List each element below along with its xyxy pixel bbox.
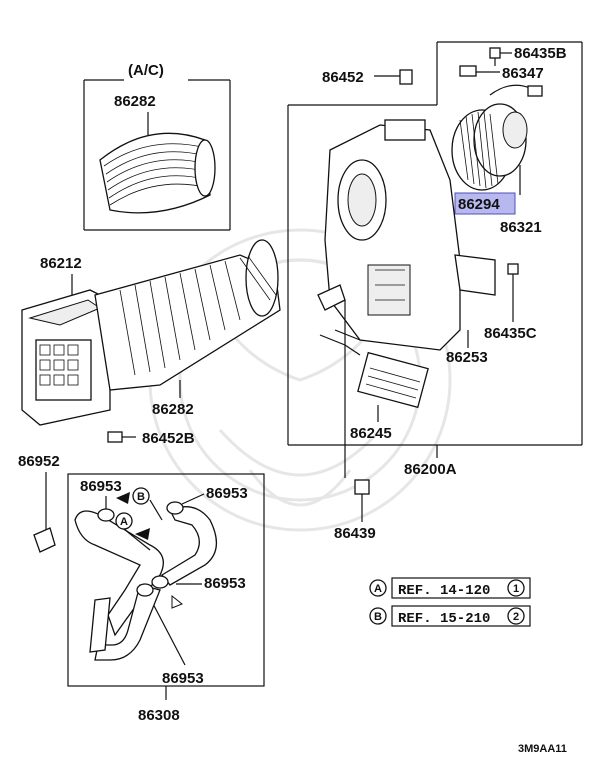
drain-hose-group: 86952 86953 86953 86953 86953 B A 8630	[18, 453, 265, 724]
ac-label: (A/C)	[128, 62, 164, 79]
arrow-b-icon	[116, 492, 130, 504]
part-label-86953-d: 86953	[162, 670, 204, 687]
arrow-a-icon	[135, 528, 150, 540]
part-label-86953-a: 86953	[80, 478, 122, 495]
part-label-86245: 86245	[350, 425, 392, 442]
screw-86435c	[507, 263, 519, 300]
reference-legend: A REF. 14-120 1 B REF. 15-210 2	[369, 577, 531, 627]
part-label-86294: 86294	[458, 196, 500, 213]
screw-86435b	[489, 47, 512, 66]
intake-assembly: 86212	[21, 239, 281, 447]
marker-b	[132, 487, 150, 505]
part-label-86347: 86347	[502, 65, 544, 82]
part-label-86282-top: 86282	[114, 93, 156, 110]
flow-arrow-icon	[171, 594, 183, 609]
part-label-86282-mid: 86282	[152, 401, 194, 418]
ref-text-b: REF. 15-210	[398, 611, 490, 627]
nut-86439: 86439	[334, 300, 376, 542]
corrugated-duct-ac	[99, 132, 216, 214]
svg-text:B: B	[374, 611, 382, 623]
ref-row-b: B REF. 15-210 2	[369, 605, 531, 627]
part-label-86952: 86952	[18, 453, 60, 470]
bolt-86452b	[107, 431, 136, 443]
part-label-86452: 86452	[322, 69, 364, 86]
ac-group: (A/C) 86282	[83, 62, 231, 231]
blower-motor-86294	[451, 84, 543, 191]
bolt-86452	[374, 69, 413, 85]
bellows-duct	[94, 239, 281, 391]
part-label-86439: 86439	[334, 525, 376, 542]
svg-text:A: A	[374, 583, 382, 595]
ref-row-a: A REF. 14-120 1	[369, 577, 531, 599]
intake-grille	[39, 344, 79, 386]
diagram-code: 3M9AA11	[518, 743, 567, 755]
part-label-86953-b: 86953	[206, 485, 248, 502]
blower-housing-group: 86452 86435B 86347	[287, 41, 583, 478]
blower-case-86253	[317, 119, 496, 351]
resistor-86347	[459, 65, 500, 77]
svg-text:1: 1	[513, 583, 519, 595]
part-label-86321: 86321	[500, 219, 542, 236]
part-label-86212: 86212	[40, 255, 82, 272]
clip-86952	[33, 527, 56, 553]
svg-text:A: A	[120, 516, 128, 528]
part-label-86435b: 86435B	[514, 45, 567, 62]
svg-text:2: 2	[513, 611, 519, 623]
part-label-86452b: 86452B	[142, 430, 195, 447]
svg-text:B: B	[137, 491, 145, 503]
part-label-86308: 86308	[138, 707, 180, 724]
highlight-86294	[454, 192, 516, 215]
part-label-86253: 86253	[446, 349, 488, 366]
ref-text-a: REF. 14-120	[398, 583, 490, 599]
filter-86245	[319, 329, 429, 409]
part-label-86435c: 86435C	[484, 325, 537, 342]
part-label-86200a: 86200A	[404, 461, 457, 478]
part-label-86953-c: 86953	[204, 575, 246, 592]
